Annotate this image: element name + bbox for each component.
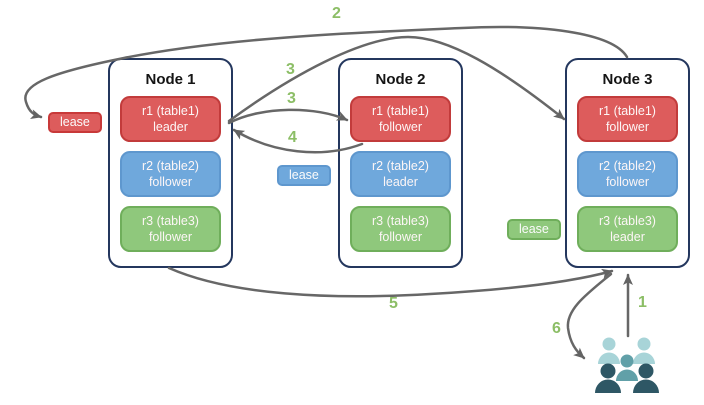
node3-replica-r2: r2 (table2) follower: [577, 151, 678, 197]
node2-replica-r1: r1 (table1) follower: [350, 96, 451, 142]
node2-replica-r3: r3 (table3) follower: [350, 206, 451, 252]
lease-badge-r2: lease: [277, 165, 331, 186]
arrow-step6-node3-to-users: [566, 272, 613, 360]
replica-role: follower: [605, 175, 650, 189]
arrow-step3-leader-to-node2: [227, 108, 349, 125]
replica-range: r1 (table1): [372, 104, 429, 118]
replica-role: follower: [378, 230, 423, 244]
node-1-title: Node 1: [145, 71, 196, 88]
replica-role: leader: [153, 120, 188, 134]
replica-role: follower: [148, 230, 193, 244]
node2-replica-r2: r2 (table2) leader: [350, 151, 451, 197]
arrow-step5-node1-to-node3: [167, 266, 614, 298]
replica-role: leader: [383, 175, 418, 189]
node3-replica-r3: r3 (table3) leader: [577, 206, 678, 252]
replica-role: follower: [605, 120, 650, 134]
node3-replica-r1: r1 (table1) follower: [577, 96, 678, 142]
users-group-icon: [595, 337, 659, 393]
replica-range: r2 (table2): [599, 159, 656, 173]
node-1-box: Node 1 r1 (table1) leader r2 (table2) fo…: [108, 58, 233, 268]
step-label-2: 2: [332, 5, 341, 22]
step-label-6: 6: [552, 320, 561, 337]
replica-range: r2 (table2): [142, 159, 199, 173]
lease-badge-r3: lease: [507, 219, 561, 240]
replica-range: r3 (table3): [372, 214, 429, 228]
node1-replica-r3: r3 (table3) follower: [120, 206, 221, 252]
replica-range: r3 (table3): [142, 214, 199, 228]
node-3-box: Node 3 r1 (table1) follower r2 (table2) …: [565, 58, 690, 268]
step-label-5: 5: [389, 295, 398, 312]
node-2-box: Node 2 r1 (table1) follower r2 (table2) …: [338, 58, 463, 268]
node-3-title: Node 3: [602, 71, 653, 88]
replica-range: r3 (table3): [599, 214, 656, 228]
step-label-1: 1: [638, 294, 647, 311]
replica-role: follower: [148, 175, 193, 189]
replica-range: r1 (table1): [599, 104, 656, 118]
node-2-title: Node 2: [375, 71, 426, 88]
step-label-4: 4: [288, 129, 297, 146]
replica-role: leader: [610, 230, 645, 244]
node1-replica-r2: r2 (table2) follower: [120, 151, 221, 197]
step-label-3a: 3: [286, 61, 295, 78]
node1-replica-r1: r1 (table1) leader: [120, 96, 221, 142]
replica-role: follower: [378, 120, 423, 134]
lease-badge-r1: lease: [48, 112, 102, 133]
replica-range: r2 (table2): [372, 159, 429, 173]
replica-range: r1 (table1): [142, 104, 199, 118]
step-label-3b: 3: [287, 90, 296, 107]
